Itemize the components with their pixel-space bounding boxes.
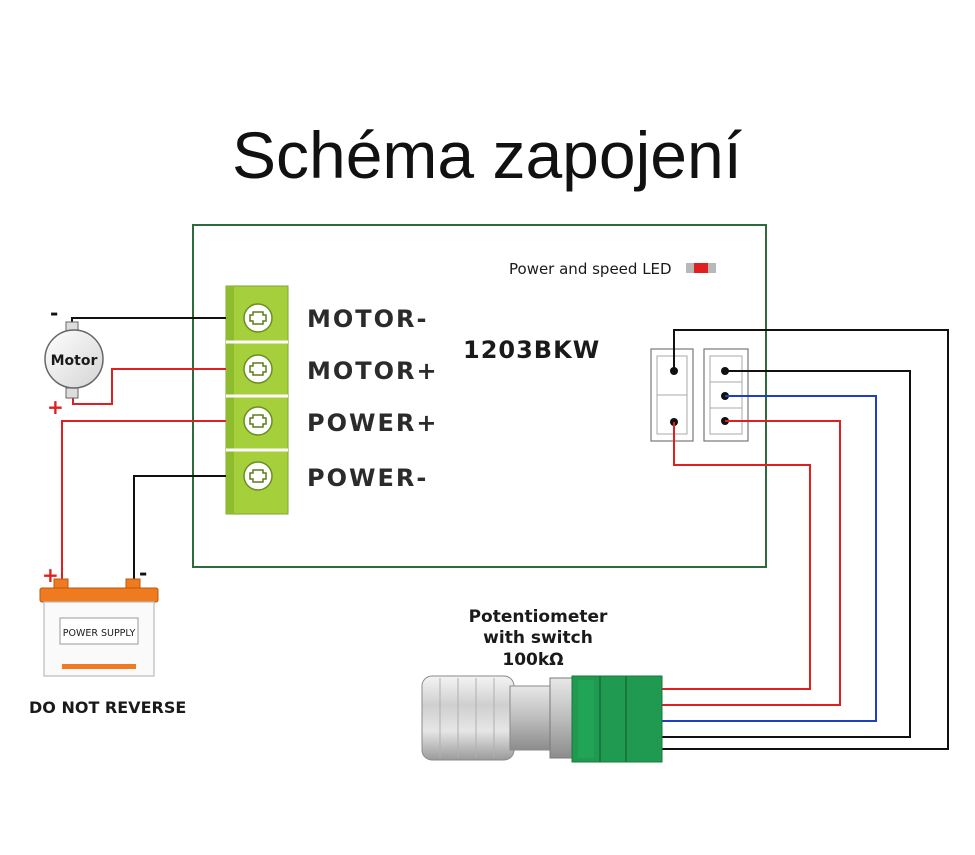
pot-label-line3: 100kΩ [502,650,563,670]
terminal-screw-icon [243,303,273,333]
battery-warning: DO NOT REVERSE [29,698,186,717]
pot-label-line1: Potentiometer [469,607,608,627]
terminal-label-power-plus: POWER+ [307,409,438,437]
terminal-screw-icon [243,461,273,491]
battery-label: POWER SUPPLY [63,628,136,639]
pot-label-line2: with switch [483,628,593,648]
battery-icon [39,578,159,677]
motor-icon [44,321,104,399]
battery-plus-sign: + [42,563,59,587]
terminal-screw-icon [243,354,273,384]
terminal-label-motor-plus: MOTOR+ [307,357,439,385]
pot-connector-left [650,348,694,442]
wire-switch-black-outer [660,329,949,750]
led-indicator-icon [686,263,716,273]
wire-pot-blue [660,395,877,722]
page-title: Schéma zapojení [232,118,743,192]
terminal-label-power-minus: POWER- [307,464,428,492]
led-label: Power and speed LED [509,260,672,278]
wire-motor-plus [72,368,226,405]
motor-label: Motor [51,353,98,369]
wire-pot-black [660,370,911,738]
wire-switch-red [660,422,811,690]
terminal-screw-icon [243,406,273,436]
battery-minus-sign: - [139,561,147,585]
wire-power-minus [133,475,226,582]
wire-pot-red [660,420,841,706]
terminal-label-motor-minus: MOTOR- [307,305,429,333]
wire-power-plus [61,420,226,582]
potentiometer-icon [421,675,663,763]
motor-plus-sign: + [47,395,64,419]
controller-model: 1203BKW [463,336,600,364]
motor-minus-sign: - [50,301,58,325]
